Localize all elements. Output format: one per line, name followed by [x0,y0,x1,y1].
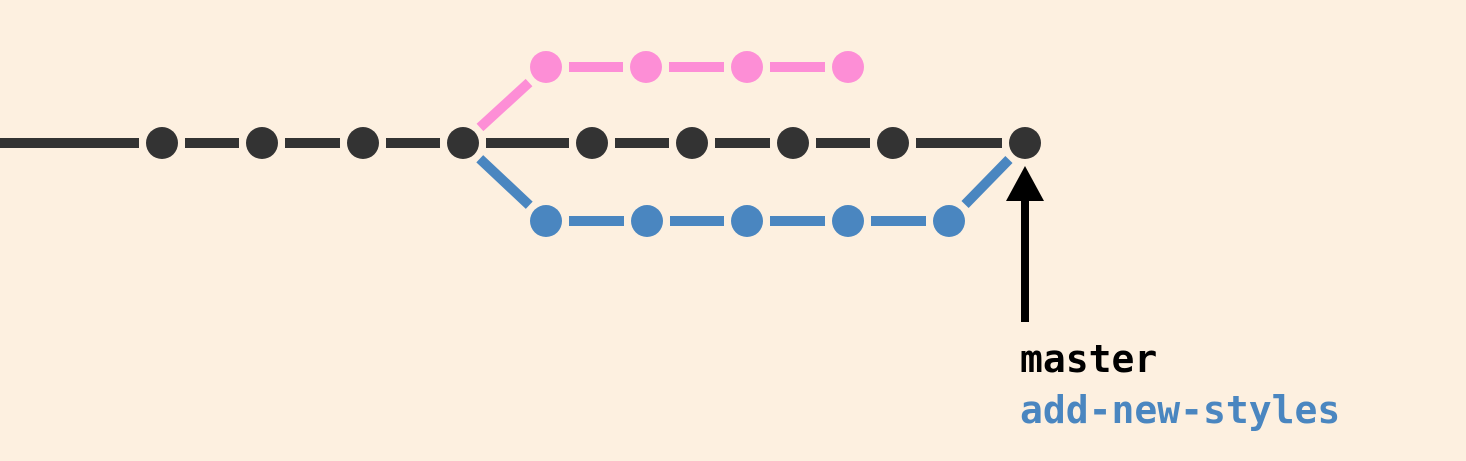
master-commit-node [447,127,479,159]
master-commit-node [146,127,178,159]
feature-branch-commit-node [731,205,763,237]
arrow-up-icon [1006,166,1044,201]
master-commit-node [1009,127,1041,159]
branch-edges [0,62,1013,226]
feature-branch-merge-edge [961,155,1013,209]
master-commit-node [777,127,809,159]
master-branch-label: master [1020,337,1158,381]
pink-branch-commit-node [530,51,562,83]
master-commit-node [877,127,909,159]
feature-branch-commit-node [530,205,562,237]
head-pointer [1006,166,1044,322]
feature-branch-commit-node [832,205,864,237]
pink-branch-commit-node [832,51,864,83]
master-commit-node [676,127,708,159]
add-new-styles-branch-label: add-new-styles [1020,388,1341,432]
master-commit-node [347,127,379,159]
pink-branch-commit-node [630,51,662,83]
master-commit-node [576,127,608,159]
pink-branch-commit-node [731,51,763,83]
commit-nodes [146,51,1041,237]
feature-branch-commit-node [933,205,965,237]
pink-branch-fork-edge [476,78,533,132]
master-commit-node [246,127,278,159]
feature-branch-commit-node [631,205,663,237]
feature-branch-fork-edge [476,155,533,209]
